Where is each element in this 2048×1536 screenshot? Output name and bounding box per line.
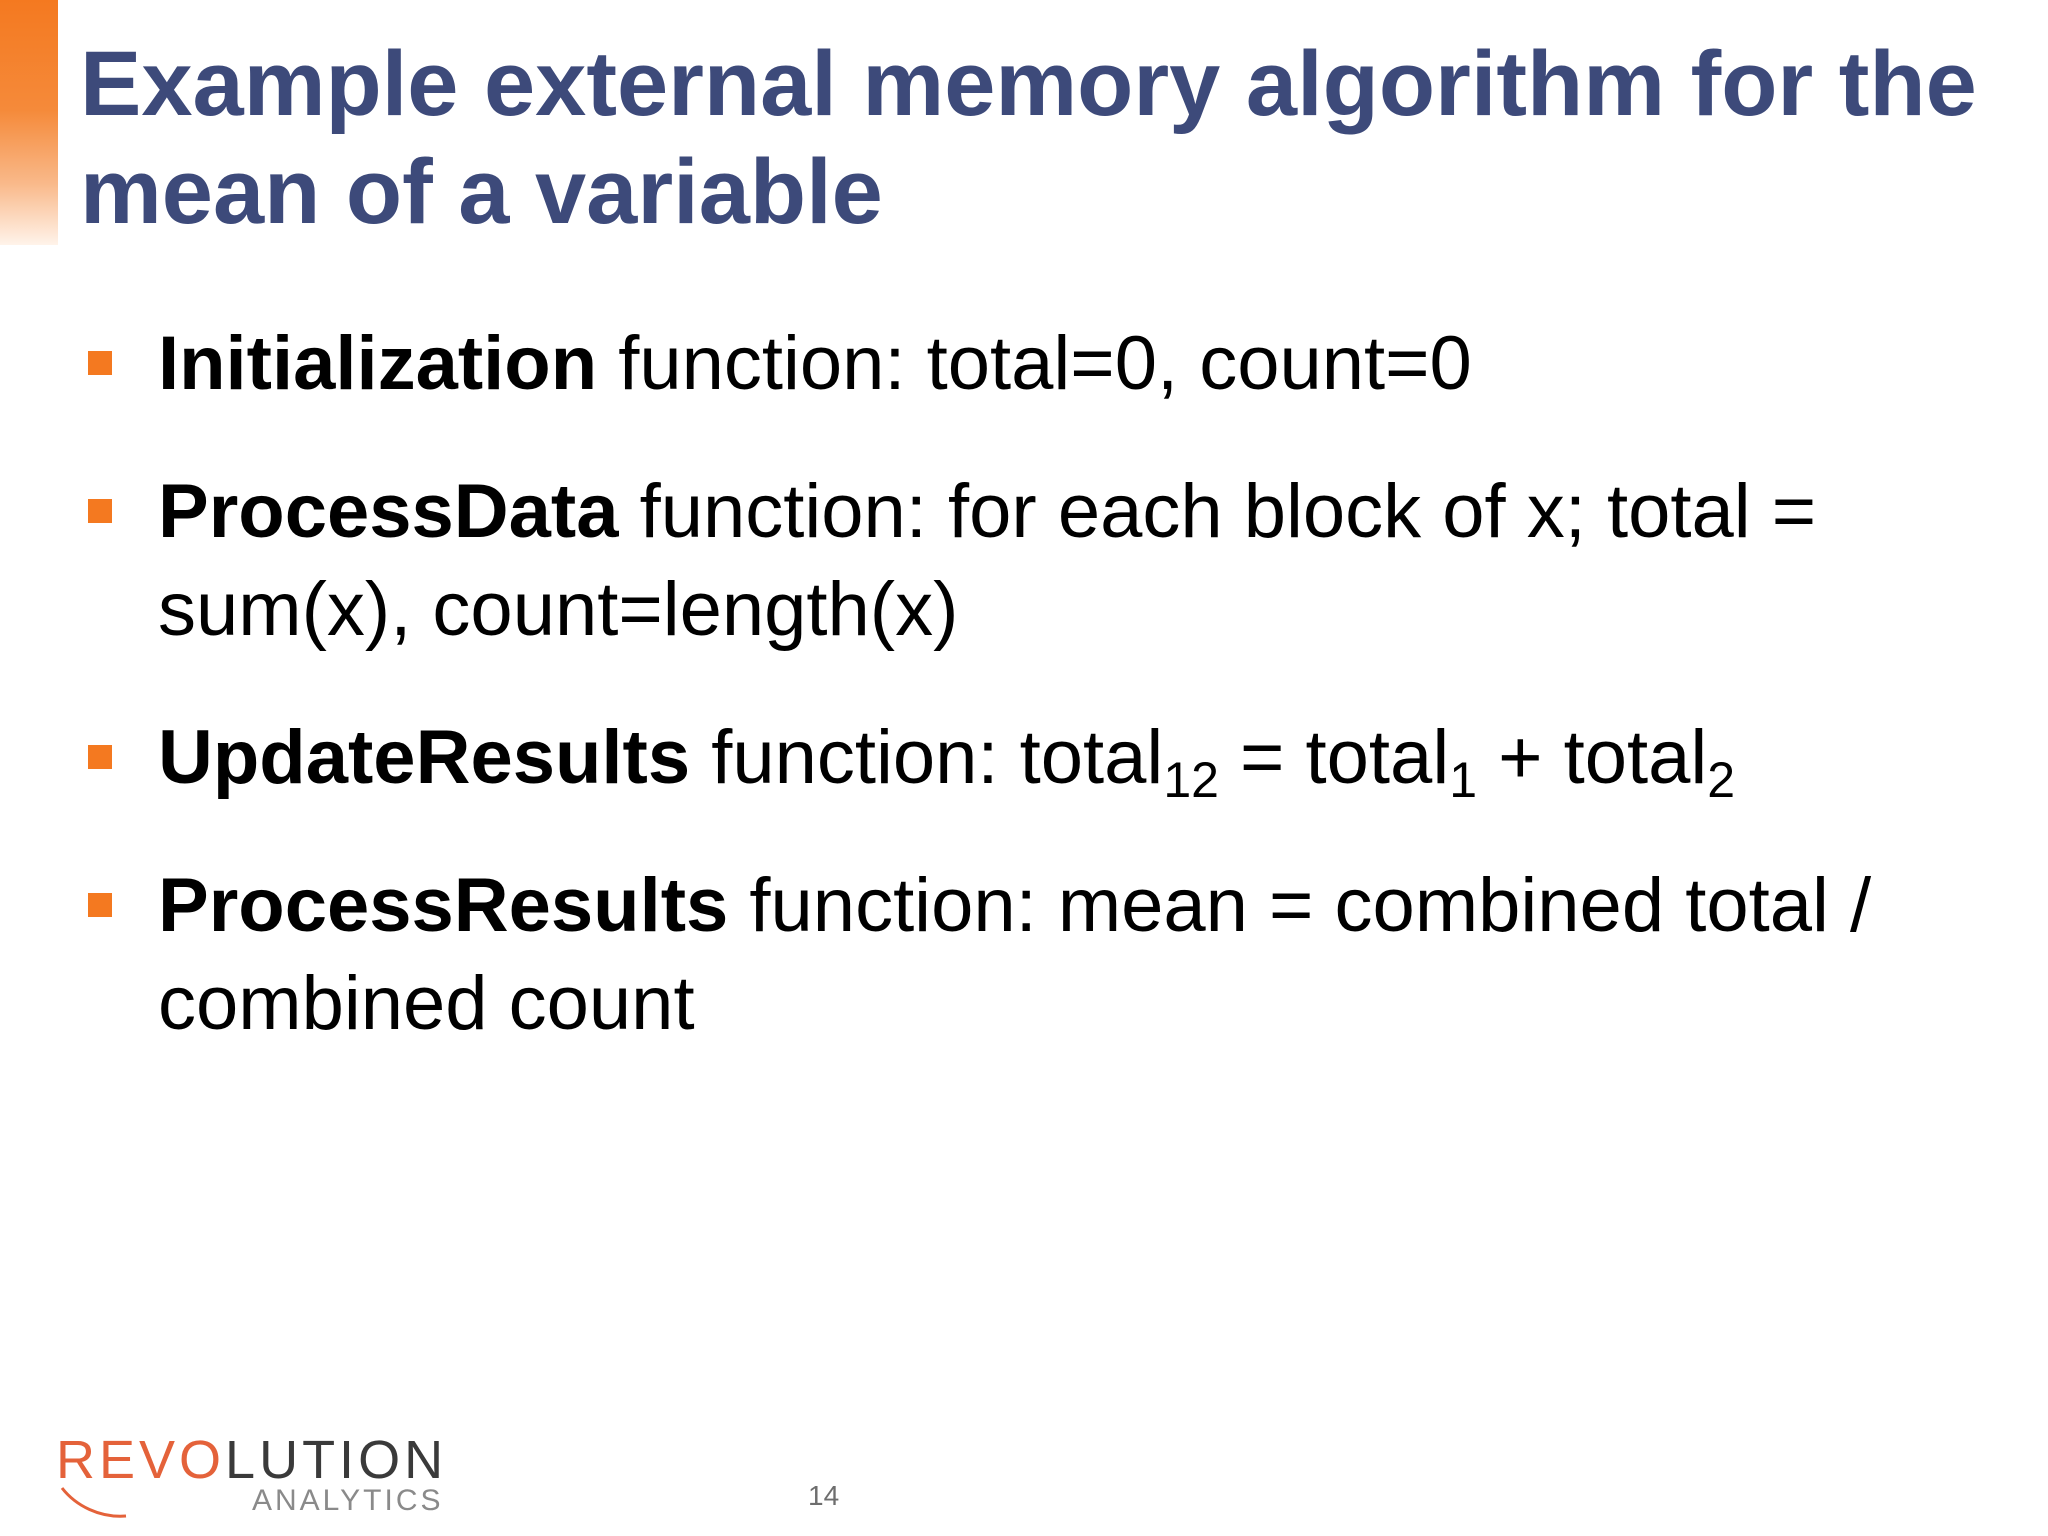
bullet-term: ProcessResults (158, 863, 729, 948)
bullet-processdata: ProcessData function: for each block of … (0, 463, 2048, 659)
page-number: 14 (808, 1480, 840, 1511)
bullet-text-mid: = total (1218, 715, 1450, 800)
subscript-12: 12 (1163, 752, 1219, 808)
bullet-text-mid: + total (1477, 715, 1708, 800)
accent-bar (0, 0, 58, 245)
bullet-term: UpdateResults (158, 715, 691, 800)
bullet-text: function: mean = combined total / combin… (158, 863, 1872, 1046)
bullet-text: function: for each block of x; total = s… (158, 469, 1817, 652)
bullet-updateresults: UpdateResults function: total12 = total1… (0, 709, 2048, 807)
bullet-initialization: Initialization function: total=0, count=… (0, 315, 2048, 413)
bullet-text: function: total=0, count=0 (597, 321, 1472, 406)
bullet-list: Initialization function: total=0, count=… (0, 315, 2048, 1103)
logo-wordmark: REVOLUTION (56, 1430, 447, 1490)
bullet-term: Initialization (158, 321, 598, 406)
subscript-1: 1 (1449, 752, 1478, 808)
logo-subtitle: ANALYTICS (252, 1484, 444, 1517)
slide-title: Example external memory algorithm for th… (80, 33, 1977, 243)
bullet-text-prefix: function: total (690, 715, 1164, 800)
logo-wordmark-left: REVO (56, 1430, 226, 1490)
square-bullet-icon (88, 745, 112, 769)
subscript-2: 2 (1707, 752, 1736, 808)
revolution-analytics-logo: REVOLUTION ANALYTICS (56, 1430, 446, 1520)
square-bullet-icon (88, 351, 112, 375)
square-bullet-icon (88, 893, 112, 917)
logo-wordmark-right: LUTION (225, 1430, 448, 1490)
square-bullet-icon (88, 499, 112, 523)
bullet-term: ProcessData (158, 469, 619, 554)
bullet-processresults: ProcessResults function: mean = combined… (0, 857, 2048, 1053)
